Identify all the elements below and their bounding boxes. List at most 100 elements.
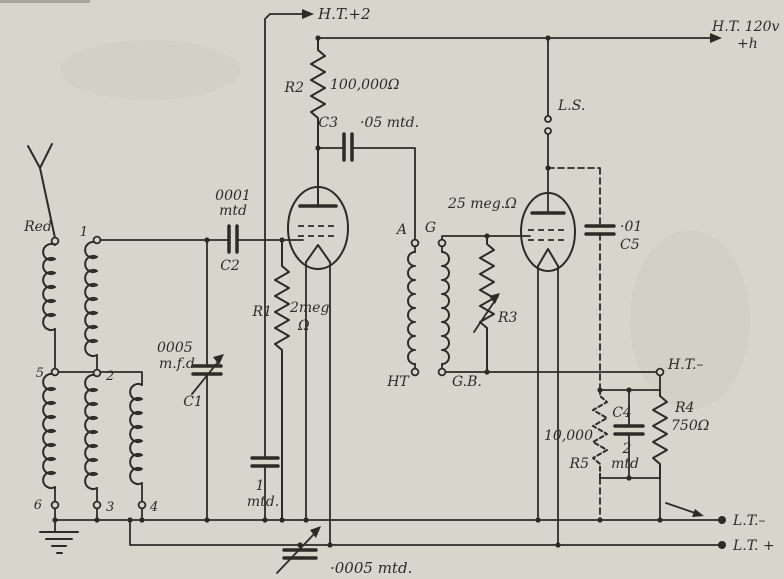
junction-dot [626, 475, 632, 481]
capacitor-1mfd-plates [250, 456, 280, 468]
junction-dot [484, 233, 490, 239]
junction-dot [52, 517, 58, 523]
c1-unit-label: m.f.d [159, 356, 195, 372]
junction-dot [297, 542, 303, 548]
transformer-secondary-winding [441, 251, 450, 365]
terminal-1 [92, 235, 102, 245]
junction-dot [204, 237, 210, 243]
ht-120v-label: H.T. 120v [711, 19, 780, 35]
labels: H.T.+2 H.T. 120v +h R2 100,000Ω C3 ·05 m… [23, 5, 779, 577]
transformer-g-label: G [425, 220, 436, 236]
scan-edge-artifact [0, 0, 90, 3]
earth-bars [39, 531, 79, 554]
grid-resistor-value-label: 25 meg.Ω [447, 196, 517, 212]
c2-value-label: 0001 [215, 188, 251, 204]
terminal-3 [92, 500, 102, 510]
terminal-ht-minus [655, 367, 665, 377]
paper-smudge [60, 40, 240, 100]
valve-1-envelope [287, 186, 349, 270]
r2-name-label: R2 [284, 80, 305, 96]
bypass-cap-value-label: 1 [256, 478, 265, 494]
terminal-4 [137, 500, 147, 510]
junction-dot [484, 369, 490, 375]
c1-name-label: C1 [183, 394, 203, 410]
terminal-gb [437, 367, 447, 377]
valve-2-output [520, 192, 576, 272]
transformer-primary-winding [407, 251, 416, 365]
tap4-label: 4 [149, 500, 158, 515]
c2-unit-label: mtd [219, 203, 247, 219]
capacitor-c5-plates [584, 224, 616, 236]
resistor-r2 [310, 37, 326, 207]
c4-unit-label: mtd [611, 456, 639, 472]
lt-plus-label: L.T. + [732, 538, 775, 554]
aerial-wire [27, 143, 56, 239]
ht2-arrowhead-icon [302, 9, 314, 19]
junction-dots [52, 35, 663, 548]
capacitor-c1-arrow [191, 361, 219, 395]
junction-dot [127, 517, 133, 523]
lt-minus-label: L.T.– [732, 513, 765, 529]
valve-1-grid [298, 225, 338, 237]
junction-dot [279, 237, 285, 243]
c4-value-label: 2 [622, 441, 632, 457]
resistor-r5-variable [592, 389, 608, 479]
terminals [50, 115, 726, 549]
junction-dot [94, 517, 100, 523]
loudspeaker-terminal-1 [544, 115, 552, 123]
resistor-r1 [274, 239, 290, 521]
r1-value-label: 2meg [289, 300, 329, 316]
terminal-g [437, 238, 447, 248]
junction-dot [139, 517, 145, 523]
r1-unit-label: Ω [297, 318, 310, 334]
junction-dot [555, 542, 561, 548]
junction-dot [597, 387, 603, 393]
terminal-red [50, 236, 60, 246]
junction-dot [657, 517, 663, 523]
tuning-coils [42, 241, 143, 490]
lt-minus-arrowhead-icon [692, 509, 704, 517]
earth-symbol [39, 531, 79, 554]
capacitors [191, 132, 645, 574]
tap6-label: 6 [34, 498, 42, 513]
red-terminal-label: Red [23, 219, 52, 235]
c5-value-label: ·01 [620, 219, 642, 235]
r1-name-label: R1 [252, 304, 272, 320]
junction-dot [204, 517, 210, 523]
dashed-branch-wiring [547, 167, 601, 521]
ht-120v-sub-label: +h [737, 36, 758, 52]
reaction-arrowhead-icon [310, 526, 321, 538]
transformer-ht-label: HT [386, 374, 410, 390]
junction-dot [279, 517, 285, 523]
junction-dot [545, 35, 551, 41]
terminal-lt-minus [718, 516, 726, 524]
valve-2-envelope [520, 192, 576, 272]
transformer-gb-label: G.B. [452, 374, 482, 390]
aerial-coil-lower [42, 373, 56, 489]
r3-arrowhead-icon [489, 293, 500, 304]
valve-1-detector [287, 186, 349, 270]
junction-dot [327, 542, 333, 548]
terminal-6 [50, 500, 60, 510]
loudspeaker-terminal-2 [544, 127, 552, 135]
lt-minus-pointer [665, 502, 699, 515]
terminal-a [410, 238, 420, 248]
r5-value-label: 10,000 [544, 428, 593, 444]
c3-name-label: C3 [318, 115, 338, 131]
tap2-label: 2 [105, 369, 114, 384]
r4-value-label: 750Ω [671, 418, 710, 434]
c4-name-label: C4 [612, 405, 632, 421]
terminal-ht [410, 367, 420, 377]
junction-dot [303, 517, 309, 523]
bypass-cap-unit-label: mtd. [247, 494, 279, 510]
junction-dot [262, 517, 268, 523]
r2-value-label: 100,000Ω [330, 77, 400, 93]
terminal-5 [50, 367, 60, 377]
resistors [274, 37, 668, 521]
r4-name-label: R4 [674, 400, 694, 416]
capacitor-c4-plates [613, 424, 645, 436]
secondary-coil-lower [84, 374, 98, 490]
reaction-cap-value-label: ·0005 mtd. [330, 559, 412, 577]
junction-dot [315, 145, 321, 151]
